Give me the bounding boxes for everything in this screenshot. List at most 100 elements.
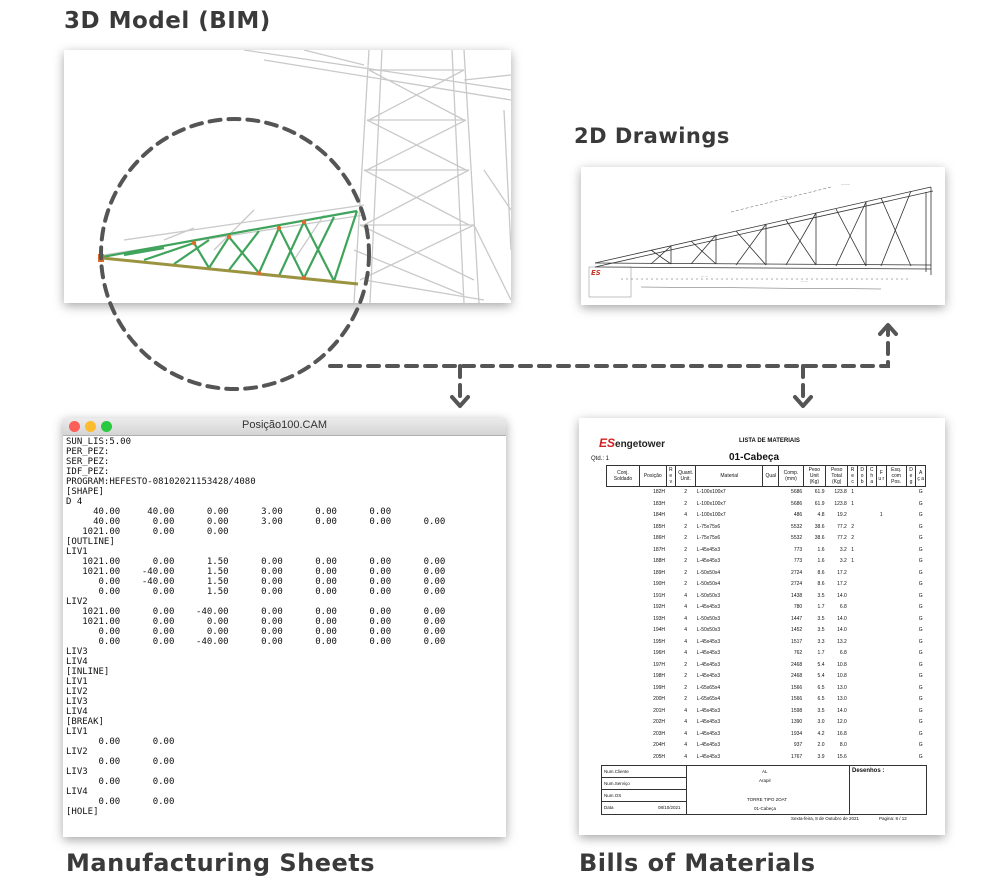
heading-manufacturing-sheets: Manufacturing Sheets xyxy=(66,849,376,877)
table-cell: 190H xyxy=(653,581,666,587)
table-cell: 123.8 xyxy=(834,500,847,507)
table-cell: 198H xyxy=(653,673,666,679)
table-cell: G xyxy=(918,684,923,691)
table-header-cell: Quant. Unit. xyxy=(675,465,697,487)
list-title: LISTA DE MATERIAIS xyxy=(739,438,800,444)
table-cell: 1.7 xyxy=(817,604,825,610)
table-cell: 5532 xyxy=(791,535,803,541)
table-cell: 6.8 xyxy=(839,604,847,610)
table-cell: 3.5 xyxy=(817,627,825,633)
table-cell: 3.3 xyxy=(817,638,825,645)
table-cell: 3.5 xyxy=(817,615,825,622)
table-cell: 1.6 xyxy=(817,558,825,564)
window-title: Posição100.CAM xyxy=(242,419,327,431)
table-cell: 4 xyxy=(684,742,688,748)
table-header-cell: Esq. com Pos. xyxy=(885,465,907,487)
table-cell: 8.0 xyxy=(839,742,847,748)
bom-footer: Num.Cliente Num.Serviço Num.OS Data 08/1… xyxy=(601,765,927,815)
table-cell: 1.7 xyxy=(817,650,825,656)
svg-text:— —: — — xyxy=(801,279,808,283)
table-cell: L-45x45x3 xyxy=(696,673,721,679)
table-cell: 762 xyxy=(793,650,803,656)
table-cell: 4 xyxy=(684,719,688,725)
footer-os: Num.OS xyxy=(604,793,622,798)
table-cell: 2468 xyxy=(791,673,803,679)
table-cell: 194H xyxy=(653,627,666,633)
table-cell: L-45x45x3 xyxy=(696,650,721,656)
table-cell: L-75x75x6 xyxy=(696,523,721,530)
table-cell: G xyxy=(918,638,923,645)
table-cell: G xyxy=(918,500,923,507)
table-cell: L-50x50x3 xyxy=(696,627,721,633)
table-cell: 5532 xyxy=(791,523,803,530)
heading-3d-model: 3D Model (BIM) xyxy=(64,8,271,34)
table-cell: G xyxy=(918,523,923,530)
table-cell: 1566 xyxy=(791,684,803,691)
table-cell: 2 xyxy=(851,535,854,541)
table-cell: 77.2 xyxy=(837,523,847,530)
table-cell: 5.4 xyxy=(817,673,825,679)
table-cell: 16.8 xyxy=(837,730,847,737)
table-cell: 3.2 xyxy=(839,546,847,553)
bim-model-panel xyxy=(64,50,511,303)
table-cell: 1 xyxy=(851,489,854,495)
table-cell: 12.0 xyxy=(837,719,847,725)
footer-service: Num.Serviço xyxy=(604,781,630,786)
table-cell: 1 xyxy=(879,512,883,518)
minimize-button[interactable] xyxy=(85,421,96,432)
table-cell: 188H xyxy=(653,558,666,564)
table-cell: 1 xyxy=(851,546,854,553)
table-cell: 61.9 xyxy=(814,500,825,507)
table-header-cell: Peso Total (Kg) xyxy=(824,465,849,487)
table-cell: 200H xyxy=(653,696,666,702)
table-cell: 2 xyxy=(684,696,688,702)
table-cell: 2 xyxy=(684,661,688,668)
table-cell: 38.6 xyxy=(814,535,825,541)
table-cell: 3.9 xyxy=(817,753,825,760)
footer-section: 01-Cabeça xyxy=(754,806,777,811)
arrow-up-icon xyxy=(878,323,898,336)
table-cell: 4.2 xyxy=(817,730,825,737)
table-cell: 2 xyxy=(684,489,688,495)
table-cell: G xyxy=(918,512,923,518)
footer-drawings: Desenhos : xyxy=(852,768,885,774)
table-cell: 2724 xyxy=(791,569,803,576)
table-cell: 1.6 xyxy=(817,546,825,553)
table-cell: 14.0 xyxy=(837,627,847,633)
table-cell: 773 xyxy=(793,546,803,553)
window-title-bar[interactable]: Posição100.CAM xyxy=(63,418,506,436)
table-cell: 1566 xyxy=(791,696,803,702)
close-button[interactable] xyxy=(69,421,80,432)
heading-bills-of-materials: Bills of Materials xyxy=(579,849,816,877)
maximize-button[interactable] xyxy=(101,421,112,432)
table-header-cell: Peso Unit (Kg) xyxy=(802,465,827,487)
table-cell: 6.5 xyxy=(817,684,825,691)
2d-drawing-panel: —————— — —— — ES xyxy=(581,167,945,305)
table-cell: G xyxy=(918,489,923,495)
table-cell: 3.5 xyxy=(817,707,825,714)
table-cell: 205H xyxy=(653,753,666,760)
table-cell: 4 xyxy=(684,604,688,610)
table-cell: 2.0 xyxy=(817,742,825,748)
table-cell: 15.6 xyxy=(837,753,847,760)
table-cell: 2468 xyxy=(791,661,803,668)
table-cell: 1438 xyxy=(791,592,803,599)
focus-circle xyxy=(99,117,371,391)
print-date: Sexta-feira, 8 de Outubro de 2021 xyxy=(791,816,860,821)
table-cell: 199H xyxy=(653,684,666,691)
table-cell: G xyxy=(918,696,923,702)
table-cell: 1452 xyxy=(791,627,803,633)
table-header-cell: Comp. (mm) xyxy=(778,465,804,487)
